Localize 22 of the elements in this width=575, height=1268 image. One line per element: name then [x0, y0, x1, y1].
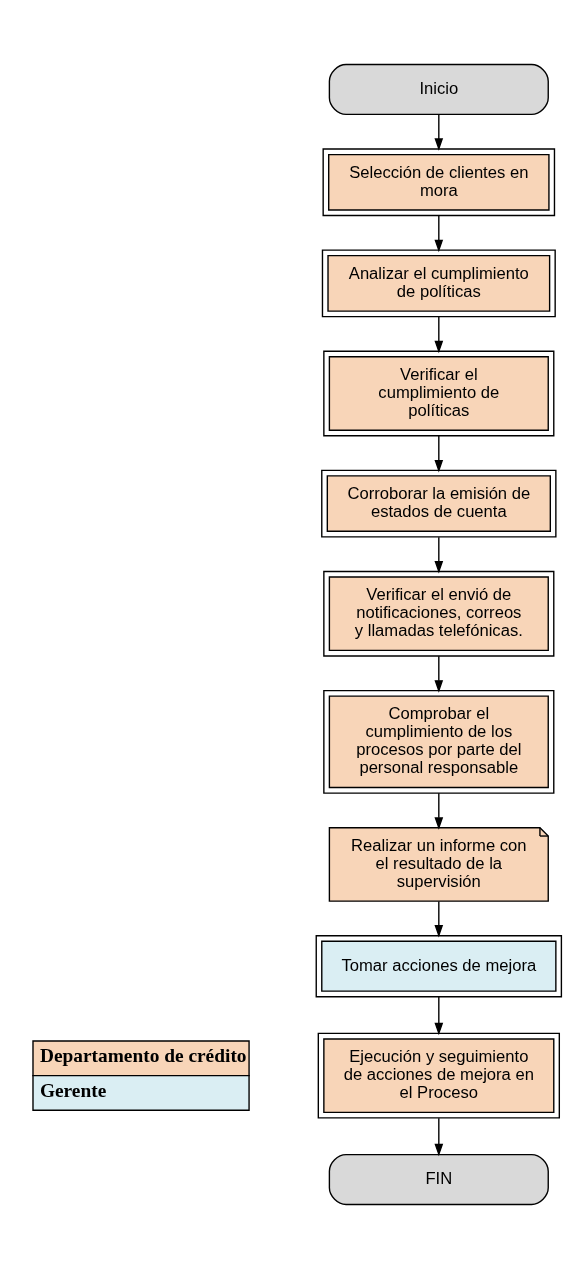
- legend-label: Departamento de crédito: [39, 1044, 247, 1066]
- arrow: [434, 900, 444, 937]
- node-box: FIN: [328, 1153, 549, 1205]
- arrow: [434, 792, 444, 830]
- arrow: [434, 654, 444, 693]
- arrow: [434, 434, 444, 472]
- arrow: [434, 536, 444, 573]
- node-box: Ejecución y seguimiento de acciones de mejora en el Proceso: [317, 1032, 560, 1119]
- arrow: [434, 315, 444, 353]
- node-box: Verificar el envió de notificaciones, correos y llamadas telefónicas.: [323, 570, 555, 657]
- arrow: [434, 214, 444, 252]
- legend-label: Gerente: [39, 1079, 107, 1101]
- arrow: [434, 1116, 444, 1156]
- arrow: [434, 113, 444, 151]
- node-box: Tomar acciones de mejora: [315, 934, 563, 997]
- node-box: Inicio: [328, 63, 549, 115]
- node-box: Corroborar la emisión de estados de cuenta: [321, 469, 557, 538]
- node-box: Verificar el cumplimiento de políticas: [323, 350, 555, 436]
- node-box: Selección de clientes en mora: [322, 147, 556, 216]
- arrow: [434, 995, 444, 1035]
- node-box: Analizar el cumplimiento de políticas: [321, 248, 556, 317]
- node-box: Comprobar el cumplimiento de los procesos por parte del personal responsable: [323, 689, 555, 794]
